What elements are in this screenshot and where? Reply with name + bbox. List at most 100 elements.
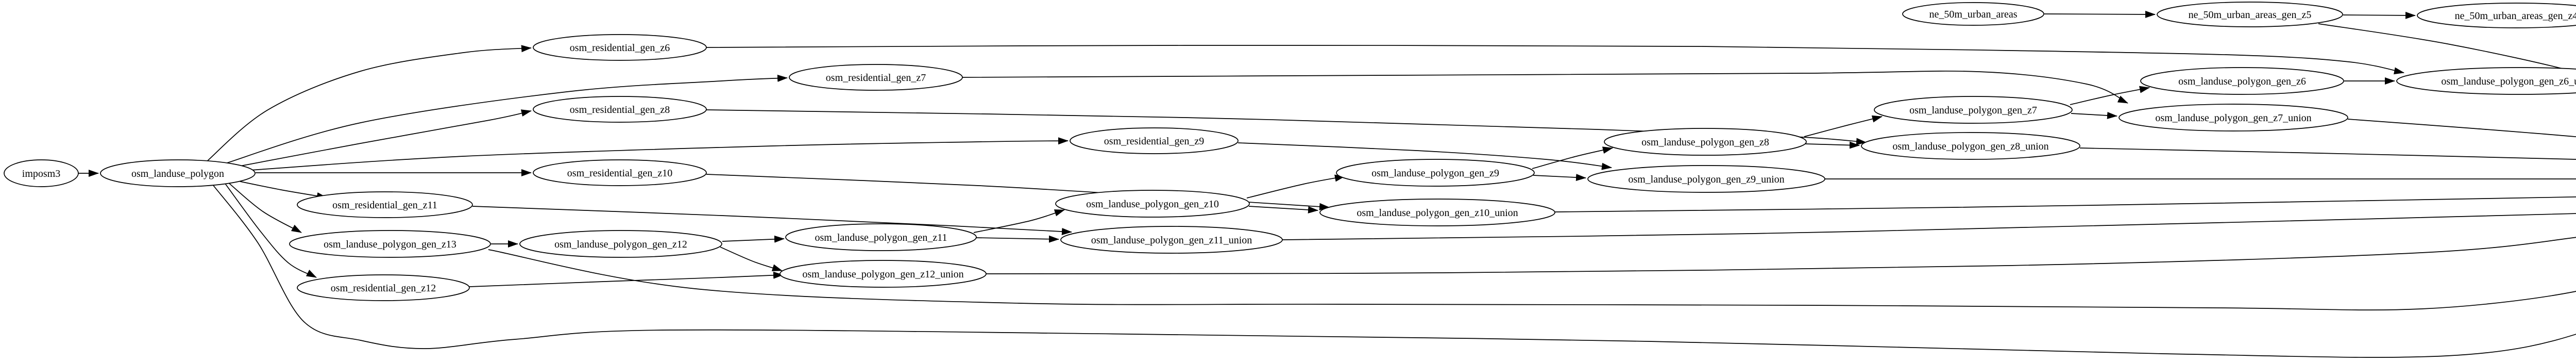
node-ellipse-osm_landuse_polygon_gen_z8 [1604, 128, 1807, 156]
node-ellipse-osm_landuse_polygon_gen_z10_union [1319, 199, 1555, 226]
node-osm_landuse_polygon_gen_z11: osm_landuse_polygon_gen_z11 [785, 223, 977, 251]
edge-osm_landuse_polygon_gen_z12--osm_landuse_polygon_gen_z12_union [720, 246, 783, 271]
edge-osm_landuse_polygon--osm_residential_gen_z6 [205, 45, 532, 163]
node-osm_landuse_polygon_gen_z8: osm_landuse_polygon_gen_z8 [1604, 128, 1807, 156]
node-osm_landuse_polygon_gen_z11_union: osm_landuse_polygon_gen_z11_union [1060, 226, 1283, 254]
nodes-layer: imposm3 osm_landuse_polygon osm_residentia… [4, 2, 2576, 301]
edge-osm_residential_gen_z7--osm_landuse_polygon_gen_z7_union [962, 70, 2128, 104]
node-label-osm_residential_gen_z12: osm_residential_gen_z12 [331, 283, 436, 294]
node-label-osm_residential_gen_z10: osm_residential_gen_z10 [567, 168, 672, 179]
node-ellipse-osm_landuse_polygon_gen_z7 [1874, 96, 2073, 124]
node-ellipse-osm_landuse_polygon_gen_z13 [289, 230, 491, 258]
node-osm_landuse_polygon_gen_z9_union: osm_landuse_polygon_gen_z9_union [1587, 165, 1825, 193]
node-osm_landuse_polygon_gen_z10: osm_landuse_polygon_gen_z10 [1055, 190, 1250, 218]
edge-osm_landuse_polygon_gen_z9--osm_landuse_polygon_gen_z9_union [1533, 174, 1586, 182]
edge-osm_landuse_polygon_gen_z7--osm_landuse_polygon_gen_z7_union [2071, 111, 2117, 119]
node-ellipse-osm_landuse_polygon_gen_z9 [1336, 159, 1535, 187]
edge-osm_landuse_polygon_gen_z11--osm_landuse_polygon_gen_z11_union [975, 235, 1059, 243]
node-label-ne_50m_urban_areas_gen_z5: ne_50m_urban_areas_gen_z5 [2189, 9, 2312, 21]
edge-osm_landuse_polygon--layer_landuse:z14+ [212, 184, 2576, 358]
edges-layer [78, 10, 2576, 358]
node-osm_residential_gen_z10: osm_residential_gen_z10 [533, 159, 707, 186]
node-ne_50m_urban_areas: ne_50m_urban_areas [1902, 2, 2044, 26]
node-osm_landuse_polygon_gen_z8_union: osm_landuse_polygon_gen_z8_union [1861, 132, 2080, 160]
edge-osm_landuse_polygon_gen_z7--osm_landuse_polygon_gen_z6 [2070, 86, 2150, 105]
node-label-osm_landuse_polygon_gen_z13: osm_landuse_polygon_gen_z13 [324, 239, 456, 250]
node-osm_residential_gen_z7: osm_residential_gen_z7 [789, 64, 963, 91]
edge-osm_landuse_polygon_gen_z10--osm_landuse_polygon_gen_z10_union [1248, 206, 1318, 213]
node-ellipse-osm_residential_gen_z11 [297, 191, 473, 218]
node-ne_50m_urban_areas_gen_z5: ne_50m_urban_areas_gen_z5 [2157, 2, 2343, 27]
node-ellipse-ne_50m_urban_areas [1902, 2, 2044, 26]
node-ellipse-ne_50m_urban_areas_gen_z4 [2417, 3, 2576, 28]
node-label-osm_residential_gen_z8: osm_residential_gen_z8 [570, 104, 670, 116]
edge-osm_residential_gen_z12--osm_landuse_polygon_gen_z12_union [469, 271, 784, 287]
edge-osm_landuse_polygon--osm_residential_gen_z8 [231, 109, 532, 168]
node-label-osm_landuse_polygon_gen_z7: osm_landuse_polygon_gen_z7 [1909, 105, 2037, 116]
node-ellipse-osm_landuse_polygon_gen_z6_union [2396, 67, 2576, 95]
node-label-osm_residential_gen_z6: osm_residential_gen_z6 [570, 42, 670, 54]
edge-osm_landuse_polygon--osm_landuse_polygon_gen_z13 [228, 182, 302, 233]
edge-osm_residential_gen_z11--osm_landuse_polygon_gen_z11_union [472, 206, 1072, 236]
edge-ne_50m_urban_areas_gen_z5--layer_landuse:z5 [2318, 23, 2576, 73]
edge-osm_landuse_polygon_gen_z8_union--layer_landuse:z8 [2079, 147, 2576, 160]
edge-osm_landuse_polygon_gen_z9--osm_landuse_polygon_gen_z8 [1532, 146, 1613, 169]
node-ellipse-osm_landuse_polygon_gen_z11_union [1060, 226, 1283, 254]
node-osm_landuse_polygon_gen_z6: osm_landuse_polygon_gen_z6 [2140, 67, 2344, 95]
node-label-osm_residential_gen_z7: osm_residential_gen_z7 [826, 72, 926, 84]
edge-osm_landuse_polygon--osm_residential_gen_z12 [225, 183, 317, 278]
node-label-osm_landuse_polygon: osm_landuse_polygon [131, 168, 224, 179]
node-osm_landuse_polygon: osm_landuse_polygon [100, 159, 256, 187]
edge-osm_landuse_polygon_gen_z10_union--layer_landuse:z10 [1554, 196, 2576, 212]
node-label-osm_landuse_polygon_gen_z11_union: osm_landuse_polygon_gen_z11_union [1091, 235, 1252, 246]
node-label-ne_50m_urban_areas: ne_50m_urban_areas [1929, 9, 2017, 20]
node-label-imposm3: imposm3 [22, 168, 60, 179]
node-ellipse-osm_residential_gen_z8 [533, 96, 707, 123]
edge-osm_residential_gen_z6--osm_landuse_polygon_gen_z6_union [706, 45, 2404, 75]
node-osm_residential_gen_z11: osm_residential_gen_z11 [297, 191, 473, 218]
edge-osm_landuse_polygon_gen_z12_union--layer_landuse:z12 [986, 237, 2576, 274]
node-label-osm_landuse_polygon_gen_z6_union: osm_landuse_polygon_gen_z6_union [2441, 76, 2576, 87]
node-label-osm_landuse_polygon_gen_z10: osm_landuse_polygon_gen_z10 [1086, 199, 1219, 210]
edge-osm_residential_gen_z10--osm_landuse_polygon_gen_z10_union [706, 174, 1330, 210]
edge-osm_landuse_polygon_gen_z8--osm_landuse_polygon_gen_z7 [1804, 115, 1883, 137]
node-ellipse-osm_landuse_polygon_gen_z6 [2140, 67, 2344, 95]
node-ellipse-osm_landuse_polygon_gen_z10 [1055, 190, 1250, 218]
node-label-osm_landuse_polygon_gen_z7_union: osm_landuse_polygon_gen_z7_union [2155, 112, 2311, 124]
node-osm_landuse_polygon_gen_z12: osm_landuse_polygon_gen_z12 [519, 230, 722, 258]
node-ellipse-osm_landuse_polygon [100, 159, 256, 187]
node-ne_50m_urban_areas_gen_z4: ne_50m_urban_areas_gen_z4 [2417, 3, 2576, 28]
edge-osm_landuse_polygon--osm_residential_gen_z11 [232, 179, 327, 200]
node-label-osm_landuse_polygon_gen_z12_union: osm_landuse_polygon_gen_z12_union [802, 269, 963, 280]
node-ellipse-ne_50m_urban_areas_gen_z5 [2157, 2, 2343, 27]
edge-osm_landuse_polygon_gen_z7_union--layer_landuse:z7 [2347, 119, 2576, 138]
node-label-osm_landuse_polygon_gen_z6: osm_landuse_polygon_gen_z6 [2178, 76, 2306, 87]
edge-osm_landuse_polygon_gen_z12--osm_landuse_polygon_gen_z11 [722, 235, 785, 243]
node-osm_residential_gen_z8: osm_residential_gen_z8 [533, 96, 707, 123]
node-osm_landuse_polygon_gen_z7: osm_landuse_polygon_gen_z7 [1874, 96, 2073, 124]
node-ellipse-osm_landuse_polygon_gen_z7_union [2119, 104, 2348, 131]
node-ellipse-osm_residential_gen_z6 [533, 34, 707, 61]
node-osm_landuse_polygon_gen_z7_union: osm_landuse_polygon_gen_z7_union [2119, 104, 2348, 131]
node-label-osm_residential_gen_z11: osm_residential_gen_z11 [332, 200, 437, 211]
node-ellipse-osm_residential_gen_z10 [533, 159, 707, 186]
edge-osm_residential_gen_z9--osm_landuse_polygon_gen_z9_union [1238, 142, 1612, 170]
edge-osm_landuse_polygon_gen_z10--osm_landuse_polygon_gen_z9 [1246, 174, 1345, 199]
node-label-osm_residential_gen_z9: osm_residential_gen_z9 [1104, 136, 1204, 147]
node-osm_landuse_polygon_gen_z12_union: osm_landuse_polygon_gen_z12_union [779, 260, 987, 288]
node-label-ne_50m_urban_areas_gen_z4: ne_50m_urban_areas_gen_z4 [2455, 10, 2576, 22]
node-ellipse-osm_landuse_polygon_gen_z12_union [779, 260, 987, 288]
node-imposm3: imposm3 [4, 159, 79, 187]
node-label-osm_landuse_polygon_gen_z12: osm_landuse_polygon_gen_z12 [554, 239, 687, 250]
edge-osm_landuse_polygon_gen_z11_union--layer_landuse:z11 [1282, 213, 2576, 240]
edge-osm_landuse_polygon--osm_residential_gen_z9 [249, 137, 1069, 171]
edge-osm_landuse_polygon_gen_z13--layer_landuse:z13 [488, 249, 2576, 310]
node-ellipse-osm_landuse_polygon_gen_z9_union [1587, 165, 1825, 193]
node-osm_residential_gen_z9: osm_residential_gen_z9 [1070, 127, 1239, 154]
node-label-osm_landuse_polygon_gen_z10_union: osm_landuse_polygon_gen_z10_union [1357, 207, 1518, 219]
node-osm_landuse_polygon_gen_z13: osm_landuse_polygon_gen_z13 [289, 230, 491, 258]
node-label-osm_landuse_polygon_gen_z8_union: osm_landuse_polygon_gen_z8_union [1892, 141, 2048, 152]
node-osm_landuse_polygon_gen_z6_union: osm_landuse_polygon_gen_z6_union [2396, 67, 2576, 95]
